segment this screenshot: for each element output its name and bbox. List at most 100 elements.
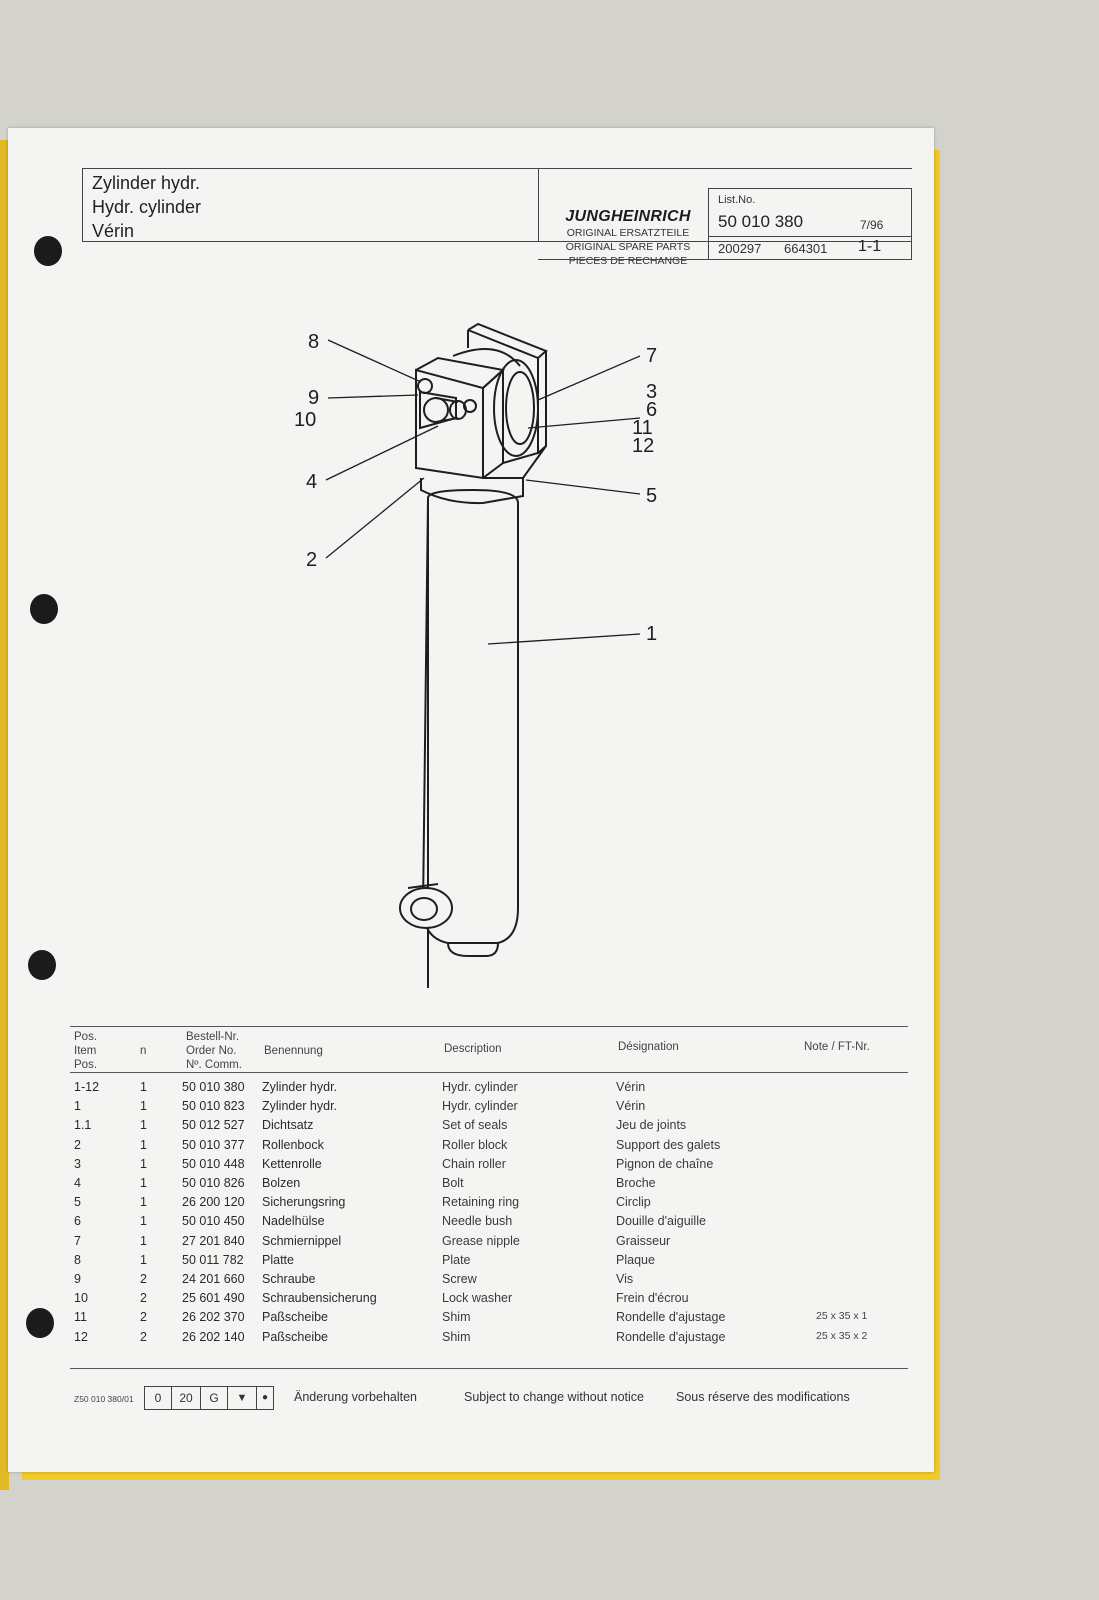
cell-ben: Paßscheibe bbox=[262, 1310, 329, 1325]
cell-n: 1 bbox=[140, 1080, 147, 1094]
cell-order: 26 200 120 bbox=[182, 1195, 245, 1210]
cell-ben: Schraube bbox=[262, 1272, 316, 1286]
cell-desc: Shim bbox=[442, 1329, 471, 1344]
cell-pos: 1.1 bbox=[74, 1118, 92, 1133]
cell-desc: Grease nipple bbox=[442, 1233, 520, 1248]
callout-label: 12 bbox=[632, 435, 654, 457]
callout-label: 10 bbox=[294, 409, 316, 431]
callout-label: 3 bbox=[646, 381, 657, 403]
cell-n: 2 bbox=[140, 1329, 147, 1344]
cell-ben: Zylinder hydr. bbox=[262, 1080, 338, 1094]
list-code: 664301 bbox=[784, 241, 828, 256]
title-french: Vérin bbox=[92, 221, 135, 241]
cell-order: 50 010 377 bbox=[182, 1137, 245, 1152]
parts-list-page: Zylinder hydr. Hydr. cylinder Vérin JUNG… bbox=[8, 128, 934, 1472]
cell-n: 1 bbox=[140, 1137, 147, 1152]
cell-order: 24 201 660 bbox=[182, 1272, 245, 1286]
revision-box: G bbox=[200, 1386, 228, 1410]
revision-box: ▼ bbox=[227, 1386, 257, 1410]
cell-n: 1 bbox=[140, 1233, 147, 1248]
punch-hole bbox=[34, 236, 62, 266]
cell-desc: Lock washer bbox=[442, 1291, 513, 1306]
cell-pos: 9 bbox=[74, 1272, 81, 1286]
cell-des: Rondelle d'ajustage bbox=[616, 1329, 726, 1344]
table-row: 2 1 50 010 377 Rollenbock Roller block Suppor… bbox=[70, 1138, 908, 1157]
brand-line: ORIGINAL SPARE PARTS bbox=[565, 241, 691, 253]
binder-edge bbox=[0, 140, 9, 1490]
cell-des: Broche bbox=[616, 1176, 656, 1190]
cell-des: Graisseur bbox=[616, 1233, 671, 1248]
cell-pos: 3 bbox=[74, 1156, 81, 1171]
cell-order: 50 010 826 bbox=[182, 1176, 245, 1190]
cell-pos: 4 bbox=[74, 1176, 81, 1190]
cell-ben: Paßscheibe bbox=[262, 1329, 329, 1344]
cell-n: 1 bbox=[140, 1099, 147, 1114]
footer-note-english: Subject to change without notice bbox=[464, 1390, 644, 1404]
cell-des: Jeu de joints bbox=[616, 1118, 687, 1133]
cell-desc: Plate bbox=[442, 1252, 471, 1267]
cell-des: Frein d'écrou bbox=[616, 1291, 689, 1306]
cell-des: Circlip bbox=[616, 1195, 651, 1210]
title-english: Hydr. cylinder bbox=[92, 197, 202, 217]
header-description: Description bbox=[444, 1043, 502, 1055]
cell-n: 1 bbox=[140, 1195, 147, 1210]
cell-note: 25 x 35 x 2 bbox=[816, 1329, 868, 1342]
callout-label: 2 bbox=[306, 549, 317, 571]
cell-n: 1 bbox=[140, 1214, 147, 1229]
cell-n: 2 bbox=[140, 1291, 147, 1306]
brand-block: JUNGHEINRICH ORIGINAL ERSATZTEILE ORIGIN… bbox=[548, 208, 708, 268]
cell-n: 1 bbox=[140, 1176, 147, 1190]
cell-desc: Hydr. cylinder bbox=[442, 1080, 518, 1094]
title-german: Zylinder hydr. bbox=[92, 173, 201, 193]
header-note: Note / FT-Nr. bbox=[804, 1041, 870, 1053]
cell-desc: Roller block bbox=[442, 1137, 508, 1152]
cell-note: 25 x 35 x 1 bbox=[816, 1310, 868, 1323]
cell-desc: Bolt bbox=[442, 1176, 464, 1190]
cell-pos: 8 bbox=[74, 1252, 81, 1267]
list-date: 7/96 bbox=[860, 218, 884, 232]
cell-order: 27 201 840 bbox=[182, 1233, 245, 1248]
header-quantity: n bbox=[140, 1045, 147, 1057]
callout-label: 9 bbox=[308, 387, 319, 409]
cell-ben: Nadelhülse bbox=[262, 1214, 325, 1229]
cell-pos: 1-12 bbox=[74, 1080, 100, 1094]
brand-line: ORIGINAL ERSATZTEILE bbox=[566, 227, 690, 239]
cell-ben: Kettenrolle bbox=[262, 1156, 322, 1171]
footer-rule bbox=[70, 1368, 908, 1369]
footer-note-german: Änderung vorbehalten bbox=[294, 1390, 418, 1404]
cell-ben: Platte bbox=[262, 1252, 294, 1267]
cell-order: 26 202 140 bbox=[182, 1329, 245, 1344]
cell-pos: 2 bbox=[74, 1137, 81, 1152]
cell-n: 1 bbox=[140, 1118, 147, 1133]
list-number-label: List.No. bbox=[718, 194, 756, 206]
cell-des: Support des galets bbox=[616, 1137, 721, 1152]
cell-order: 50 010 450 bbox=[182, 1214, 245, 1229]
cell-des: Vis bbox=[616, 1272, 634, 1286]
callout-label: 6 bbox=[646, 399, 657, 421]
header-pos: Pos. Item Pos. bbox=[74, 1031, 98, 1071]
callout-label: 4 bbox=[306, 471, 317, 493]
cell-des: Vérin bbox=[616, 1080, 646, 1094]
list-code: 200297 bbox=[718, 241, 762, 256]
document-header: Zylinder hydr. Hydr. cylinder Vérin bbox=[82, 168, 912, 242]
cell-des: Rondelle d'ajustage bbox=[616, 1310, 726, 1325]
cell-ben: Rollenbock bbox=[262, 1137, 324, 1152]
footer-code: Z50 010 380/01 bbox=[74, 1394, 134, 1404]
cell-desc: Shim bbox=[442, 1310, 471, 1325]
cell-pos: 6 bbox=[74, 1214, 81, 1229]
cylinder-drawing: 8 9 10 4 2 7 3 6 11 12 5 1 bbox=[294, 322, 657, 988]
cell-ben: Dichtsatz bbox=[262, 1118, 314, 1133]
cell-des: Pignon de chaîne bbox=[616, 1156, 714, 1171]
cell-des: Plaque bbox=[616, 1252, 655, 1267]
revision-box: 0 bbox=[144, 1386, 172, 1410]
